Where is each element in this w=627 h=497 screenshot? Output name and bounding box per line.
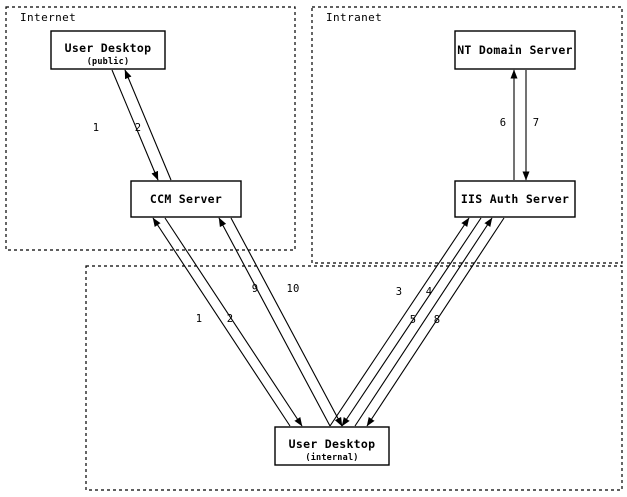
node-iis-auth-server-title: IIS Auth Server	[461, 192, 569, 206]
node-user-desktop-internal-subtitle: (internal)	[305, 452, 358, 463]
zone-group: Internet Intranet	[5, 6, 623, 491]
node-ccm-server-title: CCM Server	[150, 192, 222, 206]
node-user-desktop-internal-box[interactable]	[274, 426, 390, 466]
flow-line-8	[366, 217, 505, 427]
node-user-desktop-public-box[interactable]	[50, 30, 166, 70]
flow-line-1-internal	[152, 217, 291, 427]
flow-line-5	[354, 217, 493, 427]
step-label-10: 10	[286, 283, 299, 295]
node-nt-domain-server-box[interactable]	[454, 30, 576, 70]
node-iis-auth-server[interactable]: IIS Auth Server	[454, 180, 576, 218]
step-label-3: 3	[396, 286, 403, 298]
node-user-desktop-internal-title: User Desktop	[289, 437, 376, 451]
node-user-desktop-internal[interactable]: User Desktop (internal)	[274, 426, 390, 466]
flow-line-3	[329, 217, 470, 427]
step-label-7: 7	[533, 117, 540, 129]
step-label-group: 1 2 6 7 1 2 9 10 3 4 5 8	[93, 117, 540, 326]
node-iis-auth-server-box[interactable]	[454, 180, 576, 218]
step-label-9: 9	[252, 283, 259, 295]
step-label-6: 6	[500, 117, 507, 129]
flow-line-2-internal	[164, 217, 303, 427]
zone-internet-boundary	[5, 6, 296, 251]
zone-internet-label: Internet	[20, 11, 76, 24]
node-group: User Desktop (public) CCM Server NT Doma…	[50, 30, 576, 466]
flow-line-2-public	[124, 69, 172, 181]
node-user-desktop-public-subtitle: (public)	[87, 56, 130, 67]
step-label-1-internal: 1	[196, 313, 203, 325]
zone-intranet-label: Intranet	[326, 11, 382, 24]
node-nt-domain-server[interactable]: NT Domain Server	[454, 30, 576, 70]
node-nt-domain-server-title: NT Domain Server	[457, 43, 573, 57]
step-label-4: 4	[426, 286, 433, 298]
step-label-8: 8	[434, 314, 441, 326]
step-label-2-internal: 2	[227, 313, 234, 325]
flow-group	[111, 69, 530, 427]
flow-line-1-public	[111, 69, 159, 181]
step-label-5: 5	[410, 314, 417, 326]
zone-intranet-boundary	[311, 6, 623, 264]
node-ccm-server[interactable]: CCM Server	[130, 180, 242, 218]
node-ccm-server-box[interactable]	[130, 180, 242, 218]
step-label-1-public: 1	[93, 122, 100, 134]
flow-line-4	[341, 217, 482, 427]
step-label-2-public: 2	[135, 122, 142, 134]
flow-line-10	[230, 217, 343, 427]
zone-internal-boundary	[85, 265, 623, 491]
node-user-desktop-public[interactable]: User Desktop (public)	[50, 30, 166, 70]
flow-line-9	[218, 217, 331, 427]
node-user-desktop-public-title: User Desktop	[65, 41, 152, 55]
